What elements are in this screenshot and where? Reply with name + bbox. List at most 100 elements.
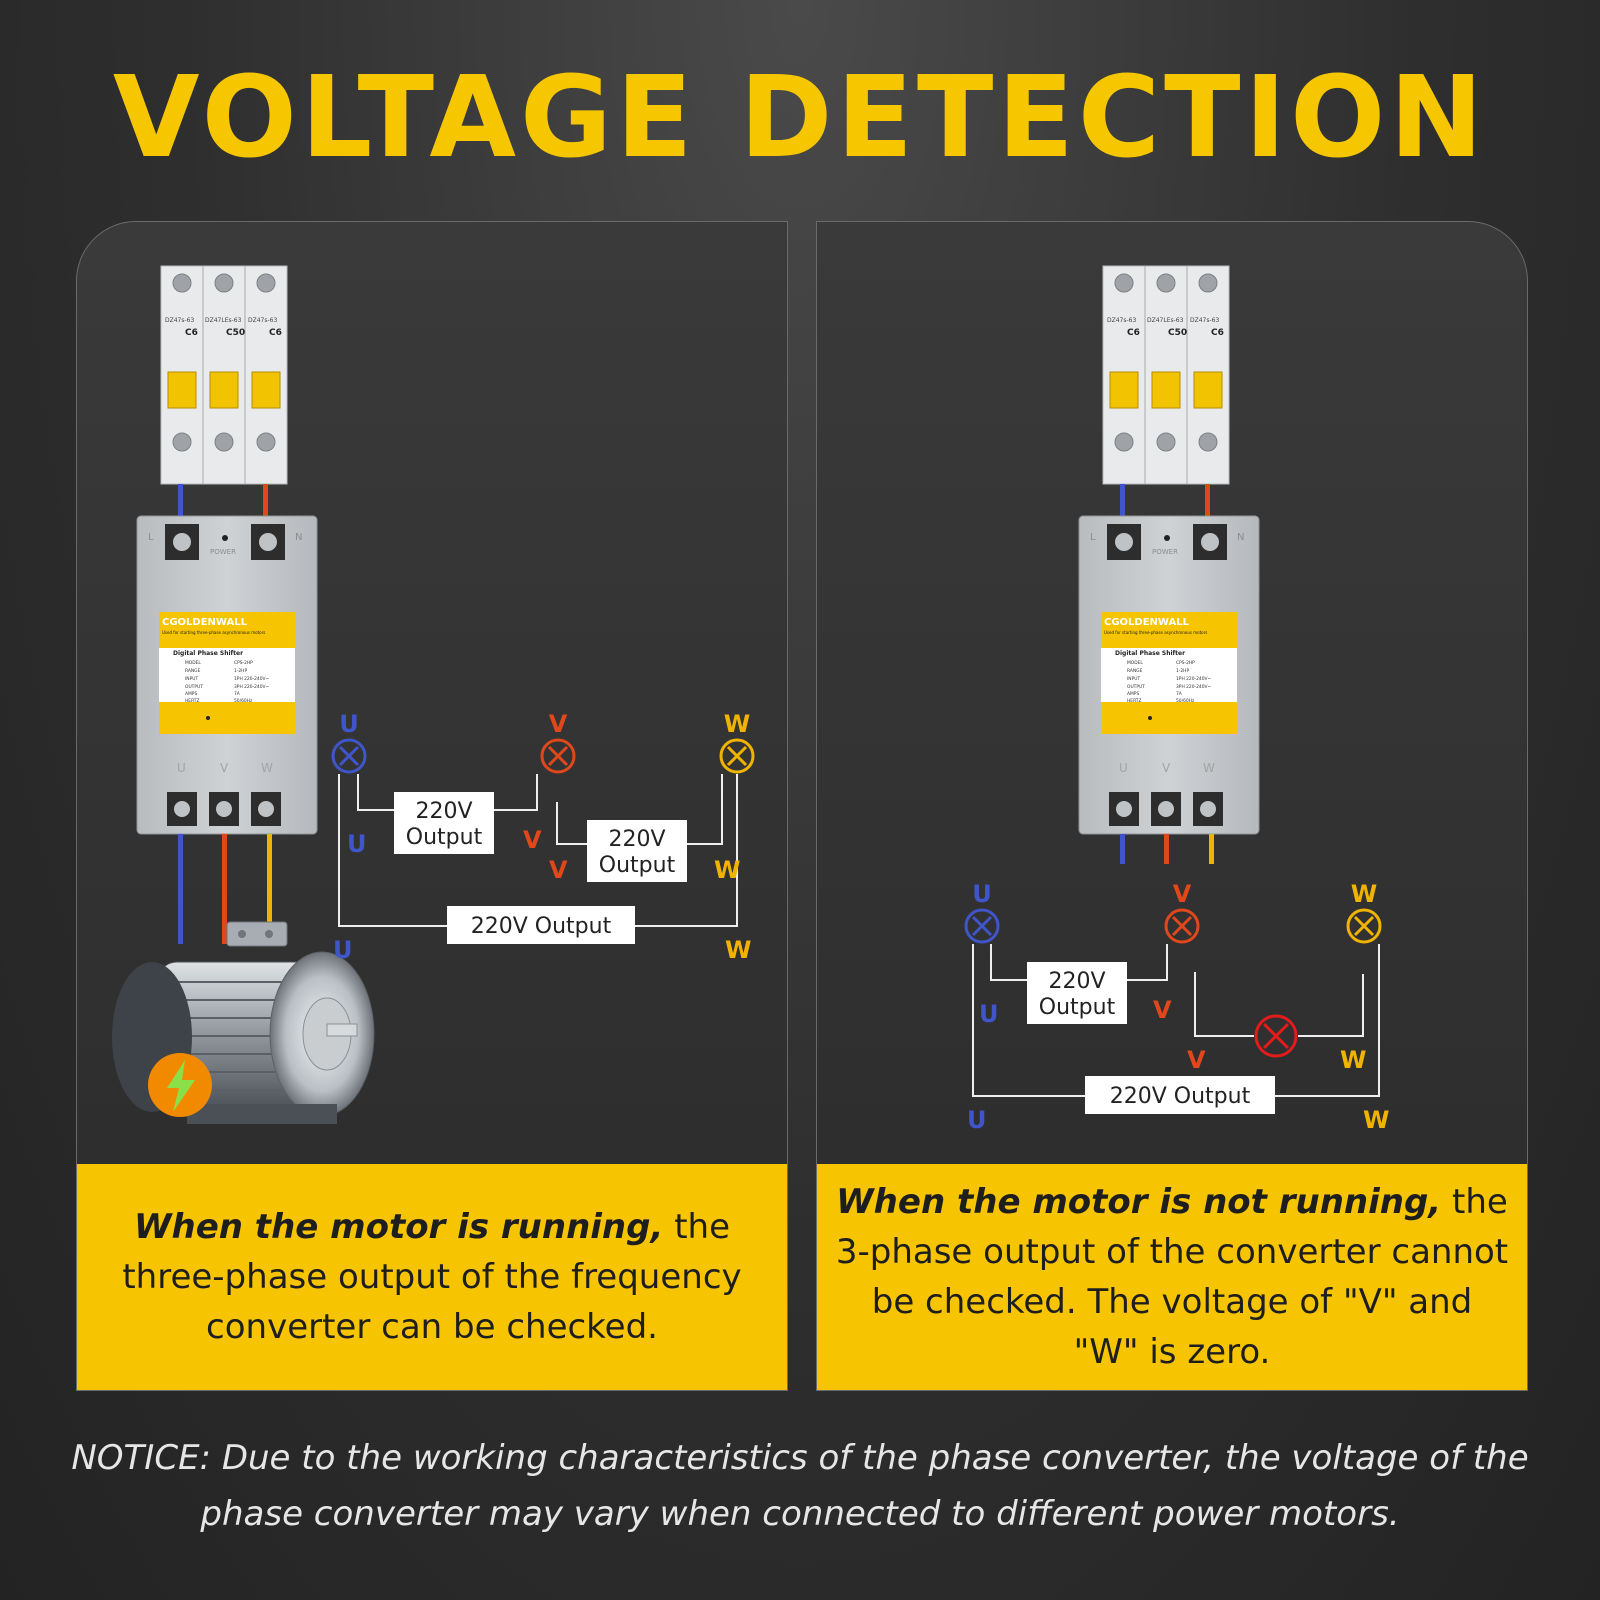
spec-value: 1-2HP: [234, 668, 247, 674]
spec-key: AMPS: [1127, 691, 1139, 697]
terminal-v: V: [1162, 761, 1171, 775]
terminal-w: W: [1203, 761, 1215, 775]
spec-key: RANGE: [185, 668, 201, 674]
measurement-lines: [972, 944, 1380, 1097]
brand-label: CGOLDENWALL: [1104, 617, 1190, 628]
breaker-rating-2: C50: [1168, 328, 1187, 338]
breaker-model-3: DZ47s-63: [1190, 317, 1219, 324]
box-uw-text: 220V Output: [1110, 1084, 1251, 1109]
wire-red-in: [263, 484, 268, 518]
lamp-u: U: [331, 710, 367, 774]
end-label-w: W: [714, 856, 740, 884]
brand-subtitle: Used for starting three-phase asynchrono…: [1104, 630, 1207, 635]
spec-key: MODEL: [185, 660, 201, 666]
measurement-lines: [338, 774, 738, 927]
lamp-w: W: [719, 710, 755, 774]
spec-key: MODEL: [1127, 660, 1143, 666]
notice-text: NOTICE: Due to the working characteristi…: [71, 1438, 1529, 1534]
breaker-model-2: DZ47LEs-63: [1147, 317, 1184, 324]
terminal-u: U: [1119, 761, 1128, 775]
voltage-box-uv: [1027, 962, 1127, 1024]
terminal-l: L: [148, 532, 154, 543]
box-uw-text: 220V Output: [471, 914, 612, 939]
box-uv-line1: 220V: [1048, 969, 1105, 994]
lamp-v-label: V: [1173, 880, 1192, 908]
brand-label: CGOLDENWALL: [162, 617, 248, 628]
spec-key: RANGE: [1127, 668, 1143, 674]
lamp-v: V: [540, 710, 576, 774]
wire-blue-in: [178, 484, 183, 518]
spec-key: INPUT: [1127, 676, 1140, 682]
caption-bold: When the motor is running,: [134, 1207, 664, 1247]
caption-running: When the motor is running, the three-pha…: [77, 1164, 787, 1390]
panel-motor-not-running: DZ47s-63 DZ47LEs-63 DZ47s-63 C6 C50 C6 L…: [816, 221, 1528, 1391]
lamp-off-fault-icon: [1254, 1014, 1298, 1058]
circuit-breaker: DZ47s-63 DZ47LEs-63 DZ47s-63 C6 C50 C6: [160, 265, 288, 485]
voltage-box-vw: [587, 820, 687, 882]
box-uv-line2: Output: [1039, 995, 1116, 1020]
wire-v-out: [1164, 834, 1169, 864]
terminal-w: W: [261, 761, 273, 775]
terminal-u: U: [177, 761, 186, 775]
phase-converter: L N POWER CGOLDENWALL Used for starting …: [136, 515, 318, 835]
breaker-model-2: DZ47LEs-63: [205, 317, 242, 324]
product-name: Digital Phase Shifter: [1115, 650, 1185, 657]
caption-text: When the motor is not running, the 3-pha…: [835, 1177, 1509, 1377]
circuit-breaker: DZ47s-63 DZ47LEs-63 DZ47s-63 C6 C50 C6: [1102, 265, 1230, 485]
phase-converter: L N POWER CGOLDENWALL Used for starting …: [1078, 515, 1260, 835]
brand-subtitle: Used for starting three-phase asynchrono…: [162, 630, 265, 635]
motor-illustration: [112, 921, 375, 1124]
end-label-u: U: [347, 830, 367, 858]
end-label-v: V: [549, 856, 568, 884]
spec-value: CPS-2HP: [234, 660, 253, 666]
spec-value: 50/60Hz: [1176, 698, 1195, 704]
voltage-box-uw: [447, 906, 635, 944]
end-label-w: W: [725, 936, 751, 964]
breaker-rating-2: C50: [226, 328, 245, 338]
caption-not-running: When the motor is not running, the 3-pha…: [817, 1164, 1527, 1390]
power-label: POWER: [210, 548, 236, 556]
lamp-v-label: V: [549, 710, 568, 738]
spec-key: HERTZ: [185, 698, 200, 704]
terminal-l: L: [1090, 532, 1096, 543]
spec-value: 7A: [1176, 691, 1182, 697]
end-label-v: V: [523, 826, 542, 854]
end-label-w: W: [1340, 1046, 1366, 1074]
spec-key: OUTPUT: [185, 684, 203, 690]
caption-rest: the 3-phase output of the converter cann…: [835, 1182, 1509, 1372]
wire-u-out: [1120, 834, 1125, 864]
breaker-model-1: DZ47s-63: [1107, 317, 1136, 324]
wire-v-out: [222, 834, 227, 944]
end-label-v: V: [1153, 996, 1172, 1024]
wire-u-out: [178, 834, 183, 944]
spec-key: AMPS: [185, 691, 197, 697]
right-diagram: DZ47s-63 DZ47LEs-63 DZ47s-63 C6 C50 C6 L…: [964, 265, 1389, 1134]
voltage-box-uw: [1085, 1076, 1275, 1114]
spec-value: 3PH 220-240V~: [1176, 684, 1211, 690]
lamp-u-label: U: [972, 880, 992, 908]
breaker-rating-3: C6: [269, 328, 282, 338]
breaker-rating-1: C6: [185, 328, 198, 338]
lamp-v: V: [1164, 880, 1200, 944]
wire-blue-in: [1120, 484, 1125, 518]
terminal-v: V: [220, 761, 229, 775]
voltage-box-uv: [394, 792, 494, 854]
breaker-rating-1: C6: [1127, 328, 1140, 338]
spec-key: INPUT: [185, 676, 198, 682]
box-vw-line2: Output: [599, 853, 676, 878]
wire-red-in: [1205, 484, 1210, 518]
lamp-w: W: [1346, 880, 1382, 944]
box-vw-line1: 220V: [608, 827, 665, 852]
spec-value: 3PH 220-240V~: [234, 684, 269, 690]
spec-value: 50/60Hz: [234, 698, 253, 704]
caption-bold: When the motor is not running,: [836, 1182, 1442, 1222]
lamp-u-label: U: [339, 710, 359, 738]
product-name: Digital Phase Shifter: [173, 650, 243, 657]
wire-w-out: [1209, 834, 1214, 864]
breaker-model-1: DZ47s-63: [165, 317, 194, 324]
lamp-w-label: W: [1351, 880, 1377, 908]
end-label-u: U: [333, 936, 353, 964]
terminal-n: N: [1237, 532, 1244, 543]
wire-w-out: [267, 834, 272, 944]
box-uv-line1: 220V: [415, 799, 472, 824]
